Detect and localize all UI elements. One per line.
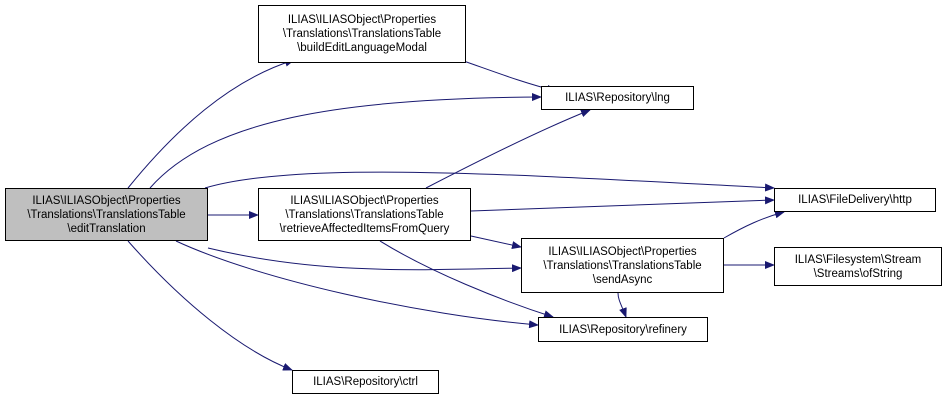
node-build-edit-language-modal-line-2: \Translations\TranslationsTable <box>282 28 442 40</box>
edge-retrieve-to-http <box>470 196 775 212</box>
node-streams-of-string[interactable]: ILIAS\Filesystem\Stream \Streams\ofStrin… <box>774 247 942 286</box>
edge-retrieve-to-send <box>470 235 522 249</box>
edge-edit-to-refinery <box>175 240 539 329</box>
edge-retrieve-to-lng <box>425 109 591 189</box>
edge-edit-to-send <box>207 247 522 273</box>
edge-edit-to-ctrl <box>127 240 293 371</box>
node-retrieve-affected-items-line-2: \Translations\TranslationsTable <box>285 208 444 221</box>
node-send-async[interactable]: ILIAS\ILIASObject\Properties \Translatio… <box>521 238 724 293</box>
node-repository-lng[interactable]: ILIAS\Repository\lng <box>541 86 694 110</box>
node-edit-translation: ILIAS\ILIASObject\Properties \Translatio… <box>5 188 208 241</box>
edge-edit-to-http <box>204 171 775 192</box>
node-send-async-line-1: ILIAS\ILIASObject\Properties <box>548 245 697 258</box>
node-file-delivery-http[interactable]: ILIAS\FileDelivery\http <box>774 188 936 212</box>
node-retrieve-affected-items[interactable]: ILIAS\ILIASObject\Properties \Translatio… <box>258 188 471 241</box>
node-build-edit-language-modal-line-1: ILIAS\ILIASObject\Properties <box>287 14 437 26</box>
edge-edit-to-lng <box>149 93 542 189</box>
edge-retrieve-to-refinery <box>379 240 554 319</box>
node-retrieve-affected-items-line-3: \retrieveAffectedItemsFromQuery <box>279 222 450 235</box>
edge-send-to-http <box>723 210 785 239</box>
node-edit-translation-line-2: \Translations\TranslationsTable <box>27 208 186 221</box>
node-send-async-line-2: \Translations\TranslationsTable <box>543 259 702 272</box>
node-repository-ctrl[interactable]: ILIAS\Repository\ctrl <box>292 370 439 394</box>
node-file-delivery-http-label: ILIAS\FileDelivery\http <box>798 194 912 206</box>
node-repository-refinery[interactable]: ILIAS\Repository\refinery <box>538 317 708 342</box>
node-edit-translation-line-1: ILIAS\ILIASObject\Properties <box>32 194 181 207</box>
node-repository-lng-label: ILIAS\Repository\lng <box>565 92 670 104</box>
edge-edit-to-build <box>127 58 295 189</box>
node-send-async-line-3: \sendAsync <box>592 273 653 286</box>
node-retrieve-affected-items-line-1: ILIAS\ILIASObject\Properties <box>290 194 439 207</box>
node-repository-ctrl-label: ILIAS\Repository\ctrl <box>313 376 418 388</box>
node-streams-of-string-line-2: \Streams\ofString <box>813 267 903 280</box>
node-edit-translation-line-3: \editTranslation <box>67 222 146 235</box>
node-repository-refinery-label: ILIAS\Repository\refinery <box>559 323 687 336</box>
node-streams-of-string-line-1: ILIAS\Filesystem\Stream <box>794 253 922 266</box>
node-build-edit-language-modal[interactable]: ILIAS\ILIASObject\Properties \Translatio… <box>258 5 466 63</box>
edge-send-to-refinery <box>617 292 627 318</box>
node-build-edit-language-modal-line-3: \buildEditLanguageModal <box>297 42 427 54</box>
